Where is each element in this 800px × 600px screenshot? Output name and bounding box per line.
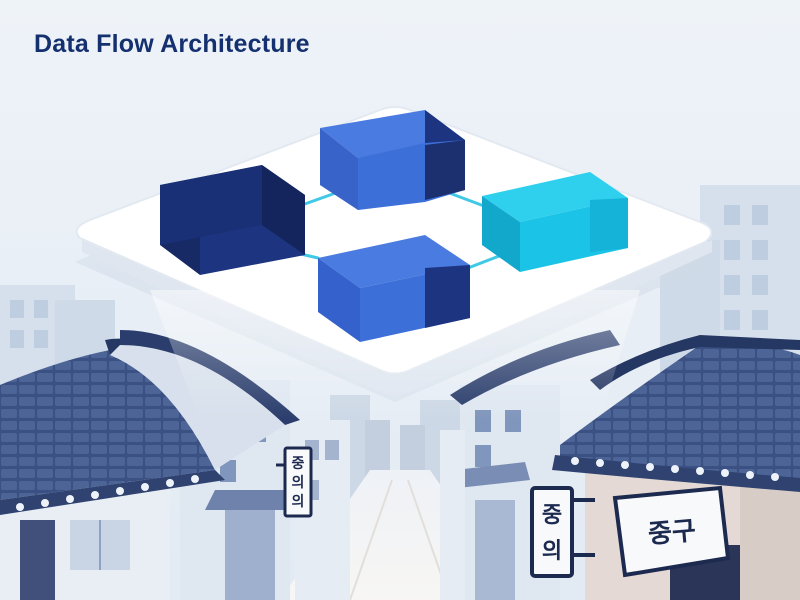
small-sign-char-3: 의 [292,493,305,510]
large-sign-char-2: 의 [542,539,562,564]
small-sign-char-1: 중 [292,456,305,472]
small-sign-char-2: 의 [292,474,305,491]
left-hanok-house [0,330,300,600]
horizontal-sign-text: 중구 [647,516,697,550]
large-sign-char-1: 중 [542,503,562,528]
top-blue-cube [320,110,465,210]
building-windows [10,205,768,348]
cyan-cube [482,172,628,272]
navy-cube [160,165,305,275]
small-vertical-sign: 중 의 의 [276,446,313,518]
page-title: Data Flow Architecture [34,30,310,58]
horizontal-sign: 중구 [612,485,731,578]
bottom-blue-cube [318,235,470,342]
large-vertical-sign: 중 의 [530,486,595,578]
